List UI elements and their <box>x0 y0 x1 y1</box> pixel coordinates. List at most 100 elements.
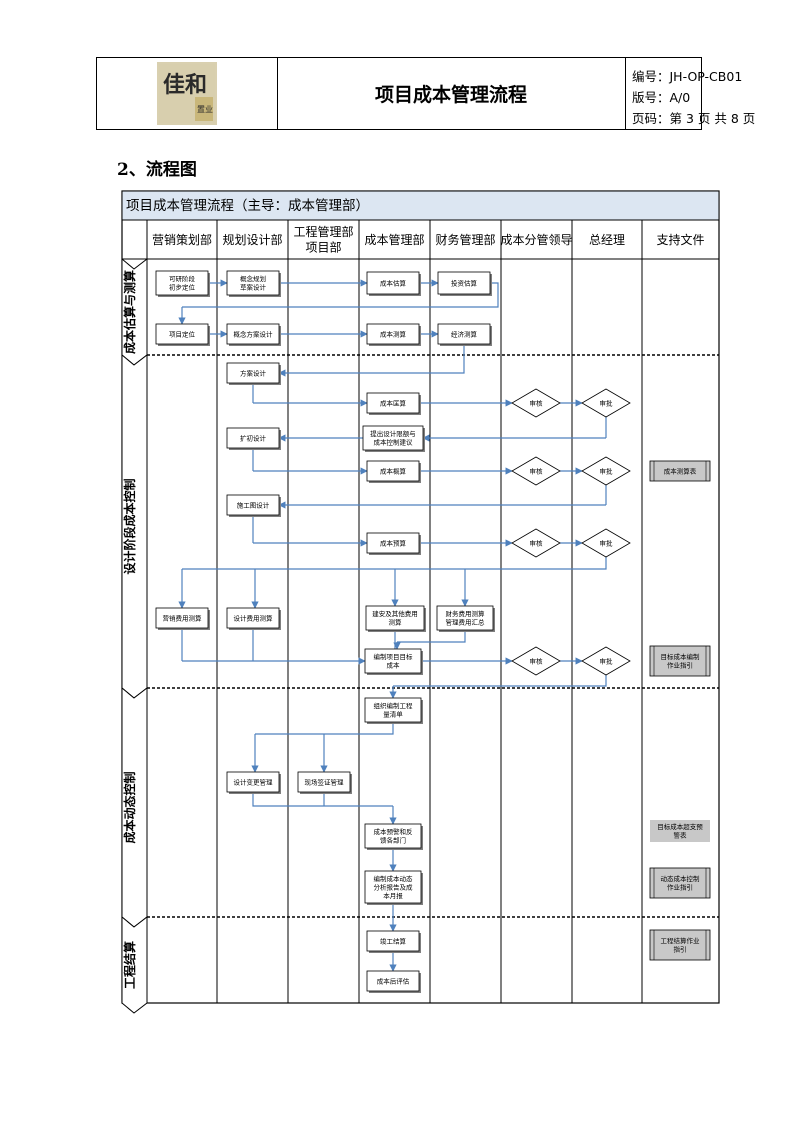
decision-diamond <box>581 388 631 418</box>
doc-page: 页码：第 3 页 共 8 页 <box>632 111 756 126</box>
process-box-label: 成本匡算 <box>380 398 407 407</box>
process-box-label: 经济测算 <box>451 329 478 338</box>
company-logo: 佳和 置业 <box>157 62 217 125</box>
phase-label: 成本动态控制 <box>122 771 137 843</box>
process-box <box>365 605 425 631</box>
process-box-label: 设计变更管理 <box>234 777 274 786</box>
logo-graphic: 佳和 置业 <box>159 64 215 123</box>
decision-diamond <box>511 456 561 486</box>
process-box <box>362 425 424 451</box>
section-title: 2、流程图 <box>117 160 197 180</box>
process-box <box>366 930 420 952</box>
process-box <box>366 532 420 554</box>
process-box-label: 成本估算 <box>380 278 407 287</box>
process-box-label: 概念方案设计 <box>234 329 274 338</box>
decision-diamond <box>581 528 631 558</box>
process-box <box>364 870 422 904</box>
process-box-label: 投资估算 <box>451 278 478 287</box>
process-box <box>155 607 209 629</box>
process-box <box>226 607 280 629</box>
process-box-label: 营销费用测算 <box>163 613 203 622</box>
support-doc-label: 工程结算作业指引 <box>661 936 701 953</box>
flow-connector <box>397 630 466 643</box>
flowchart-title: 项目成本管理流程（主导：成本管理部） <box>126 198 369 214</box>
column-header: 支持文件 <box>656 232 704 247</box>
support-doc <box>649 929 711 961</box>
column-header: 总经理 <box>589 233 625 247</box>
decision-diamond <box>511 388 561 418</box>
doc-number: 编号：JH-OP-CB01 <box>632 69 743 84</box>
decision-label: 审批 <box>600 538 614 547</box>
decision-diamond <box>511 646 561 676</box>
process-box-label: 建安及其他费用测算 <box>372 609 418 626</box>
process-box-label: 项目定位 <box>169 329 196 338</box>
process-box-label: 竣工结算 <box>380 936 407 945</box>
process-box-label: 成本概算 <box>380 466 407 475</box>
column-header: 工程管理部项目部 <box>293 224 353 255</box>
process-box-label: 成本测算 <box>380 329 407 338</box>
process-box-label: 可研阶段初步定位 <box>169 274 196 291</box>
decision-diamond <box>581 646 631 676</box>
process-box-label: 扩初设计 <box>240 433 267 442</box>
support-doc <box>649 867 711 899</box>
process-box <box>437 323 491 345</box>
process-box-label: 设计费用测算 <box>234 613 274 622</box>
flow-connector <box>252 792 393 807</box>
decision-label: 审批 <box>600 656 614 665</box>
process-box-label: 现场签证管理 <box>305 777 345 786</box>
decision-label: 审核 <box>530 398 544 407</box>
doc-version: 版号：A/0 <box>632 90 691 105</box>
support-doc-label: 目标成本超支预警表 <box>657 822 703 839</box>
process-box-label: 施工图设计 <box>237 500 270 509</box>
flow-connector <box>182 557 607 570</box>
decision-diamond <box>581 456 631 486</box>
process-box <box>226 494 280 516</box>
process-box <box>297 771 351 793</box>
process-box-label: 财务费用测算管理费用汇总 <box>446 609 486 626</box>
phase-label: 设计阶段成本控制 <box>122 478 137 574</box>
process-box-label: 概念规划草案设计 <box>240 274 267 291</box>
flow-connector <box>393 675 607 687</box>
support-doc-label: 目标成本编制作业指引 <box>661 652 701 669</box>
column-header: 规划设计部 <box>222 232 282 247</box>
support-doc-label: 动态成本控制作业指引 <box>661 874 701 891</box>
process-box <box>366 271 420 295</box>
process-box <box>364 823 422 849</box>
decision-label: 审核 <box>530 538 544 547</box>
process-box <box>366 460 420 482</box>
column-header: 成本管理部 <box>364 232 424 247</box>
process-box <box>226 323 280 345</box>
decision-diamond <box>511 528 561 558</box>
support-doc <box>649 645 711 677</box>
support-doc-label: 成本测算表 <box>664 466 697 475</box>
decision-label: 审批 <box>600 466 614 475</box>
svg-text:佳和: 佳和 <box>163 73 207 98</box>
process-box <box>366 323 420 345</box>
process-box-label: 成本后评估 <box>377 976 410 985</box>
column-header: 财务管理部 <box>435 232 495 247</box>
process-box <box>364 648 422 674</box>
process-box-label: 提出设计限额与成本控制建议 <box>370 429 416 446</box>
support-doc <box>649 460 711 482</box>
document-meta: 编号：JH-OP-CB01 版号：A/0 页码：第 3 页 共 8 页 <box>626 58 755 129</box>
process-box <box>436 605 494 631</box>
process-box-label: 方案设计 <box>240 368 267 377</box>
column-header: 营销策划部 <box>152 232 212 247</box>
process-box-label: 成本预算 <box>380 538 407 547</box>
phase-label: 成本估算与测算 <box>122 270 137 354</box>
flow-connector <box>278 344 465 377</box>
process-box <box>226 270 280 296</box>
process-box <box>437 271 491 295</box>
process-box-label: 编制项目目标成本 <box>374 652 414 669</box>
flow-connector <box>255 722 394 735</box>
process-box-label: 组织编制工程量清单 <box>374 701 414 718</box>
phase-chevron <box>121 915 148 1014</box>
document-title: 项目成本管理流程 <box>277 58 626 129</box>
decision-label: 审核 <box>530 466 544 475</box>
flowchart-title-bar <box>121 190 720 221</box>
process-box <box>366 970 420 992</box>
process-box-label: 成本预警和反馈各部门 <box>374 827 414 844</box>
process-box <box>155 270 209 296</box>
decision-label: 审核 <box>530 656 544 665</box>
